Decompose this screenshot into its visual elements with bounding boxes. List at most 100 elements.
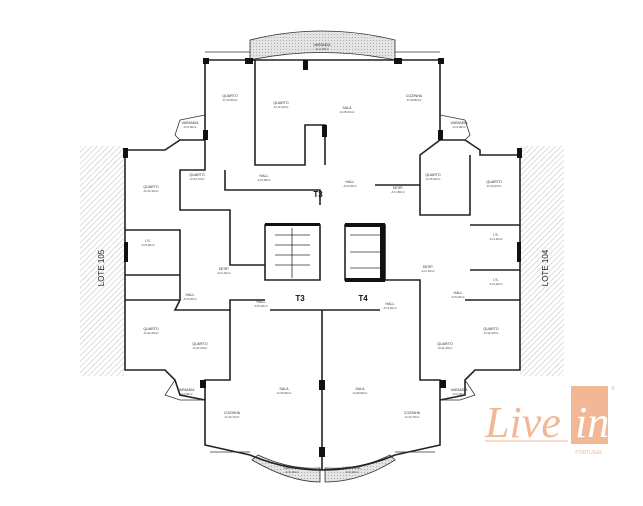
- svg-text:A=4,10m²: A=4,10m²: [489, 237, 502, 241]
- svg-text:HALL: HALL: [260, 174, 269, 178]
- unit-label-t3-bottom: T3: [295, 294, 305, 303]
- svg-text:Live: Live: [484, 398, 561, 447]
- svg-text:QUARTO: QUARTO: [486, 180, 501, 184]
- svg-text:A=4,00m²: A=4,00m²: [452, 125, 465, 129]
- svg-text:VARANDA: VARANDA: [450, 388, 468, 392]
- svg-text:VARANDA: VARANDA: [283, 466, 301, 470]
- svg-text:A=25,60m²: A=25,60m²: [340, 110, 355, 114]
- svg-text:COZINHA: COZINHA: [404, 411, 421, 415]
- svg-text:SALA: SALA: [355, 387, 365, 391]
- svg-text:A=10,80m²: A=10,80m²: [407, 98, 422, 102]
- room-label: I.S.A=5,20m²: [141, 239, 154, 247]
- svg-text:A=6,20m²: A=6,20m²: [343, 184, 356, 188]
- svg-text:VARANDA: VARANDA: [343, 466, 361, 470]
- svg-text:QUARTO: QUARTO: [222, 94, 237, 98]
- svg-text:A=5,20m²: A=5,20m²: [254, 304, 267, 308]
- unit-label-t3-top: T3: [313, 190, 323, 199]
- svg-text:A=13,20m²: A=13,20m²: [487, 184, 502, 188]
- svg-text:VARANDA: VARANDA: [177, 388, 195, 392]
- svg-text:A=4,20m²: A=4,20m²: [383, 306, 396, 310]
- svg-text:QUARTO: QUARTO: [143, 327, 158, 331]
- lot-104-label: LOTE 104: [541, 249, 550, 286]
- svg-text:A=12,20m²: A=12,20m²: [144, 331, 159, 335]
- svg-text:A=2,10m²: A=2,10m²: [217, 271, 230, 275]
- svg-text:A=13,10m²: A=13,10m²: [144, 189, 159, 193]
- svg-text:SALA: SALA: [279, 387, 289, 391]
- svg-text:QUARTO: QUARTO: [437, 342, 452, 346]
- svg-text:A=5,20m²: A=5,20m²: [451, 295, 464, 299]
- svg-text:VARANDA: VARANDA: [450, 121, 468, 125]
- svg-text:A=11,20m²: A=11,20m²: [438, 346, 453, 350]
- svg-text:A=15,30m²: A=15,30m²: [426, 177, 441, 181]
- svg-text:A=1,80m²: A=1,80m²: [391, 190, 404, 194]
- lot-105-hatch: [80, 146, 124, 376]
- svg-text:VARANDA: VARANDA: [181, 121, 199, 125]
- svg-text:A=12,70m²: A=12,70m²: [405, 415, 420, 419]
- lot-104-hatch: [520, 146, 564, 376]
- svg-text:A=26,80m²: A=26,80m²: [277, 391, 292, 395]
- svg-text:I.S.: I.S.: [493, 278, 498, 282]
- unit-label-t4: T4: [358, 294, 368, 303]
- svg-text:I.S.: I.S.: [145, 239, 150, 243]
- room-label: DESP.A=2,10m²: [217, 267, 230, 275]
- svg-text:HALL: HALL: [454, 291, 463, 295]
- svg-text:SALA: SALA: [342, 106, 352, 110]
- svg-text:I.S.: I.S.: [493, 233, 498, 237]
- svg-text:QUARTO: QUARTO: [483, 327, 498, 331]
- svg-text:A=6,00m²: A=6,00m²: [257, 178, 270, 182]
- room-label: DESP.A=2,10m²: [421, 265, 434, 273]
- svg-text:DESP.: DESP.: [219, 267, 229, 271]
- svg-text:DESP.: DESP.: [423, 265, 433, 269]
- svg-text:A=9,00m²: A=9,00m²: [345, 470, 358, 474]
- svg-text:in: in: [575, 398, 609, 447]
- livein-logo: Live in PORTUGAL ®: [484, 385, 615, 456]
- svg-text:COZINHA: COZINHA: [224, 411, 241, 415]
- svg-text:A=26,80m²: A=26,80m²: [353, 391, 368, 395]
- svg-text:HALL: HALL: [386, 302, 395, 306]
- svg-text:A=14,70m²: A=14,70m²: [190, 177, 205, 181]
- svg-text:A=4,00m²: A=4,00m²: [179, 392, 192, 396]
- svg-text:A=11,20m²: A=11,20m²: [193, 346, 208, 350]
- svg-text:HALL: HALL: [186, 293, 195, 297]
- svg-text:QUARTO: QUARTO: [192, 342, 207, 346]
- svg-text:A=13,60m²: A=13,60m²: [223, 98, 238, 102]
- svg-text:A=4,00m²: A=4,00m²: [183, 125, 196, 129]
- room-label: I.S.A=4,20m²: [489, 278, 502, 286]
- svg-text:A=4,20m²: A=4,20m²: [489, 282, 502, 286]
- svg-text:A=5,20m²: A=5,20m²: [183, 297, 196, 301]
- room-label: I.S.A=4,10m²: [489, 233, 502, 241]
- svg-text:HALL: HALL: [346, 180, 355, 184]
- svg-text:DESP.: DESP.: [393, 186, 403, 190]
- svg-text:A=2,10m²: A=2,10m²: [421, 269, 434, 273]
- svg-text:®: ®: [611, 385, 615, 392]
- svg-text:A=12,20m²: A=12,20m²: [484, 331, 499, 335]
- svg-text:QUARTO: QUARTO: [425, 173, 440, 177]
- lot-105-label: LOTE 105: [97, 249, 106, 286]
